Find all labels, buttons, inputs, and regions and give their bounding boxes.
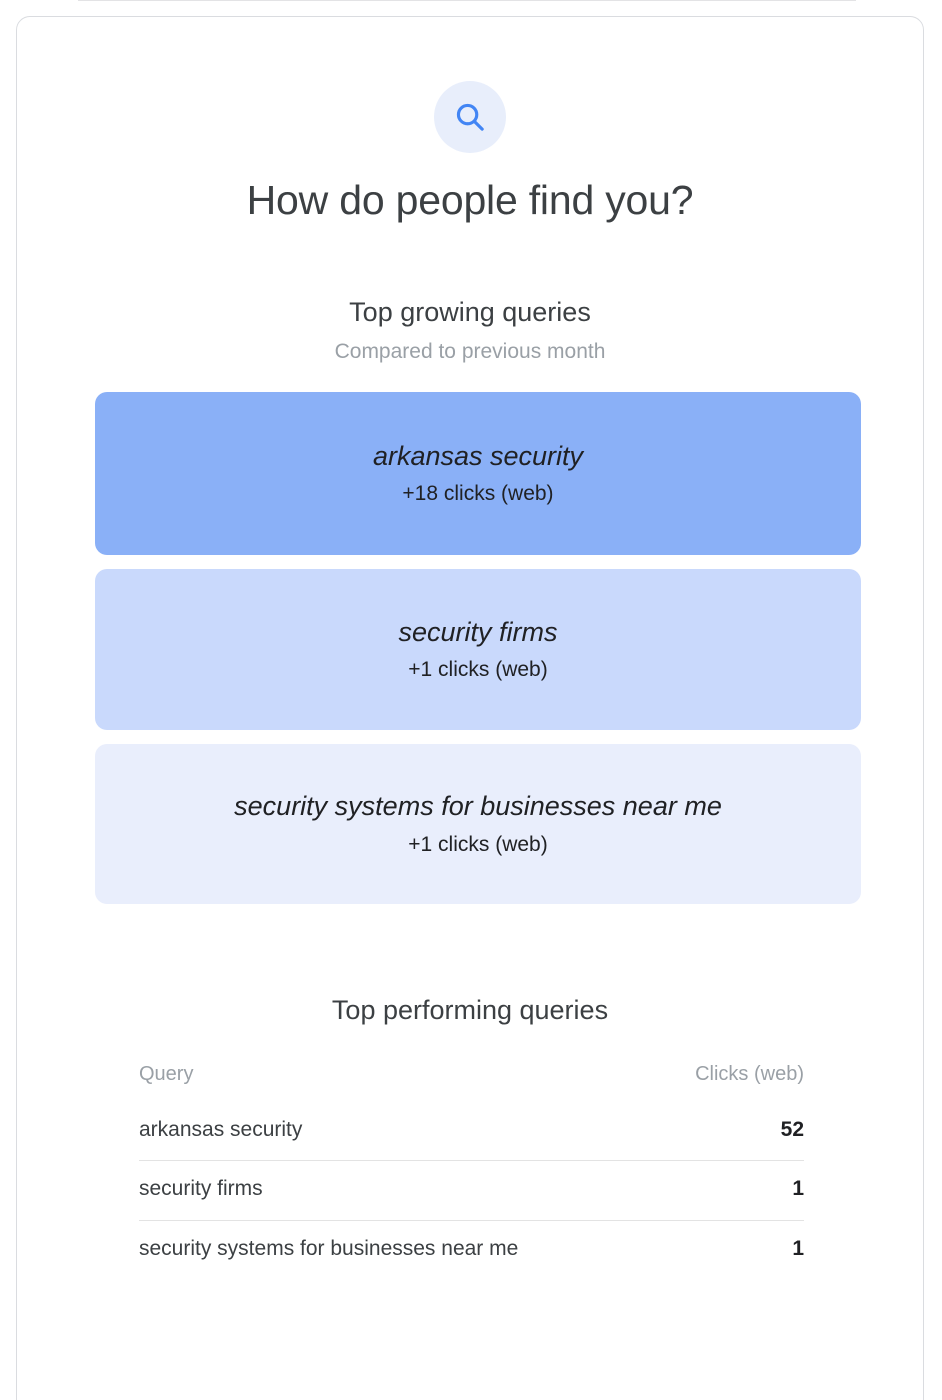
cell-clicks: 1: [654, 1219, 804, 1280]
query-delta: +1 clicks (web): [408, 832, 548, 856]
query-term: security systems for businesses near me: [234, 791, 722, 822]
section-subtitle: Compared to previous month: [334, 339, 606, 363]
cell-clicks: 52: [780, 1118, 804, 1142]
growing-query-card-list: arkansas security +18 clicks (web) secur…: [17, 391, 923, 904]
growing-query-card[interactable]: security firms +1 clicks (web): [95, 568, 861, 730]
cell-query: security systems for businesses near me: [139, 1219, 654, 1280]
query-delta: +1 clicks (web): [408, 658, 548, 682]
growing-query-card[interactable]: arkansas security +18 clicks (web): [95, 391, 861, 555]
table-title: Top performing queries: [331, 994, 609, 1025]
cell-query: security firms: [139, 1160, 654, 1221]
section-title: Top growing queries: [349, 297, 591, 328]
column-header-clicks: Clicks (web): [695, 1063, 804, 1086]
growing-query-card[interactable]: security systems for businesses near me …: [95, 743, 861, 904]
query-delta: +18 clicks (web): [402, 482, 554, 506]
cell-clicks: 1: [654, 1160, 804, 1221]
table-row[interactable]: security systems for businesses near me …: [139, 1219, 804, 1280]
table-row[interactable]: security firms 1: [139, 1160, 804, 1221]
search-icon: [434, 81, 506, 153]
table-row[interactable]: arkansas security 52: [139, 1102, 804, 1161]
search-insights-card: How do people find you? Top growing quer…: [16, 16, 924, 1400]
cell-query: arkansas security: [139, 1118, 303, 1142]
page-title: How do people find you?: [246, 177, 694, 223]
top-divider: [78, 0, 856, 1]
table-header-row: Query Clicks (web): [139, 1062, 804, 1102]
query-term: arkansas security: [372, 440, 584, 471]
performing-queries-table: Query Clicks (web) arkansas security 52 …: [139, 1062, 845, 1280]
top-growing-queries-section: Top growing queries Compared to previous…: [17, 296, 923, 904]
query-term: security firms: [398, 616, 558, 647]
top-performing-queries-section: Top performing queries Query Clicks (web…: [17, 994, 923, 1280]
column-header-query: Query: [139, 1063, 194, 1086]
